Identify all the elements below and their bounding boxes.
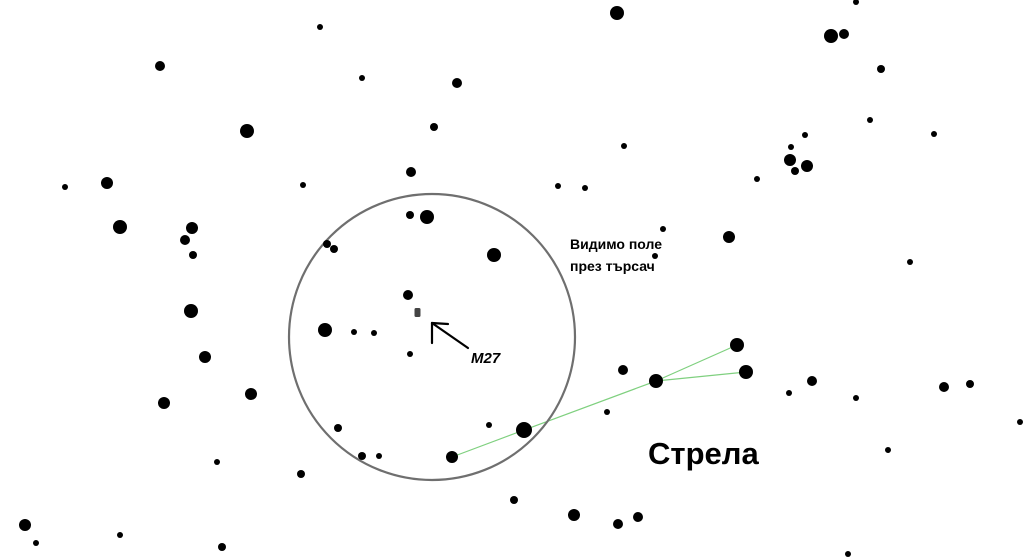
star-53: [939, 382, 949, 392]
star-54: [966, 380, 974, 388]
star-11: [430, 123, 438, 131]
star-25: [555, 183, 561, 189]
star-52: [786, 390, 792, 396]
star-18: [801, 160, 813, 172]
star-38: [652, 253, 658, 259]
fov-label-line1: Видимо поле: [570, 236, 662, 252]
star-71: [633, 512, 643, 522]
star-74: [117, 532, 123, 538]
star-13: [802, 132, 808, 138]
stars-layer: [19, 0, 1023, 557]
star-57: [853, 395, 859, 401]
star-61: [334, 424, 342, 432]
m27-object-marker: [414, 308, 421, 317]
star-15: [621, 143, 627, 149]
asterism-line-3: [655, 344, 738, 382]
star-68: [297, 470, 305, 478]
star-12: [867, 117, 873, 123]
asterism-line-4: [655, 371, 747, 382]
star-39: [907, 259, 913, 265]
star-35: [323, 240, 331, 248]
star-6: [155, 61, 165, 71]
star-44: [371, 330, 377, 336]
star-45: [199, 351, 211, 363]
star-33: [660, 226, 666, 232]
finder-field-circle: [287, 192, 577, 482]
star-5: [839, 29, 849, 39]
star-3: [317, 24, 323, 30]
star-72: [613, 519, 623, 529]
star-48: [739, 365, 753, 379]
m27-label: M27: [471, 350, 501, 367]
star-50: [649, 374, 663, 388]
star-49: [618, 365, 628, 375]
star-10: [240, 124, 254, 138]
pointer-arrow-icon: [430, 321, 470, 350]
star-60: [486, 422, 492, 428]
star-37: [487, 248, 501, 262]
fov-label-line2: през търсач: [570, 258, 655, 274]
star-73: [19, 519, 31, 531]
star-55: [245, 388, 257, 400]
star-65: [446, 451, 458, 463]
star-14: [931, 131, 937, 137]
star-31: [180, 235, 190, 245]
star-62: [516, 422, 532, 438]
constellation-label: Стрела: [648, 436, 759, 471]
asterism-line-1: [451, 429, 525, 458]
star-32: [189, 251, 197, 259]
star-56: [158, 397, 170, 409]
star-51: [807, 376, 817, 386]
star-67: [214, 459, 220, 465]
star-23: [300, 182, 306, 188]
star-75: [33, 540, 39, 546]
star-19: [791, 167, 799, 175]
star-34: [723, 231, 735, 243]
star-77: [845, 551, 851, 557]
star-8: [452, 78, 462, 88]
star-64: [376, 453, 382, 459]
star-28: [420, 210, 434, 224]
star-66: [885, 447, 891, 453]
star-40: [403, 290, 413, 300]
star-24: [406, 167, 416, 177]
star-30: [186, 222, 198, 234]
star-22: [62, 184, 68, 190]
star-21: [101, 177, 113, 189]
star-69: [510, 496, 518, 504]
star-58: [604, 409, 610, 415]
star-43: [351, 329, 357, 335]
star-29: [113, 220, 127, 234]
star-2: [853, 0, 859, 5]
star-9: [877, 65, 885, 73]
star-70: [568, 509, 580, 521]
star-1: [610, 6, 624, 20]
star-41: [184, 304, 198, 318]
star-46: [407, 351, 413, 357]
star-27: [406, 211, 414, 219]
star-17: [784, 154, 796, 166]
star-36: [330, 245, 338, 253]
star-20: [754, 176, 760, 182]
star-42: [318, 323, 332, 337]
star-47: [730, 338, 744, 352]
star-4: [824, 29, 838, 43]
star-16: [788, 144, 794, 150]
star-59: [1017, 419, 1023, 425]
star-76: [218, 543, 226, 551]
star-26: [582, 185, 588, 191]
star-63: [358, 452, 366, 460]
star-7: [359, 75, 365, 81]
